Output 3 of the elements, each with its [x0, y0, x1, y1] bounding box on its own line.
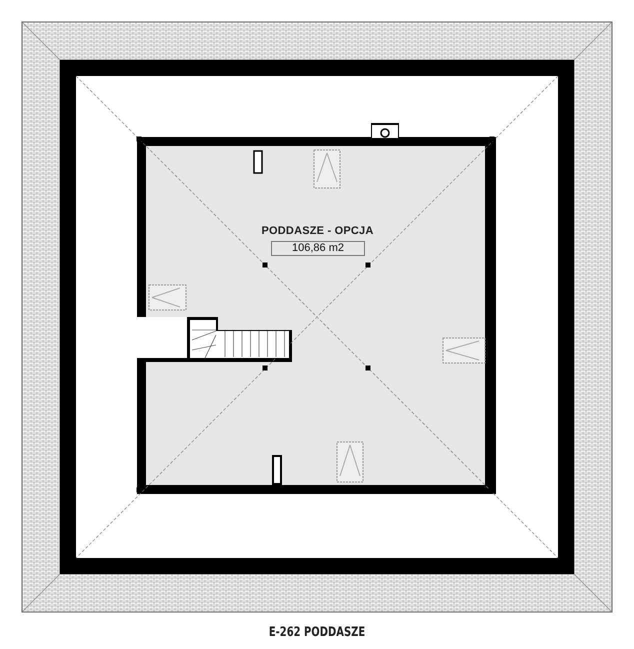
- plan-caption: E-262 PODDASZE: [268, 625, 366, 640]
- room-name: PODDASZE - OPCJA: [260, 225, 374, 237]
- room-area: 106,86 m2: [271, 241, 365, 256]
